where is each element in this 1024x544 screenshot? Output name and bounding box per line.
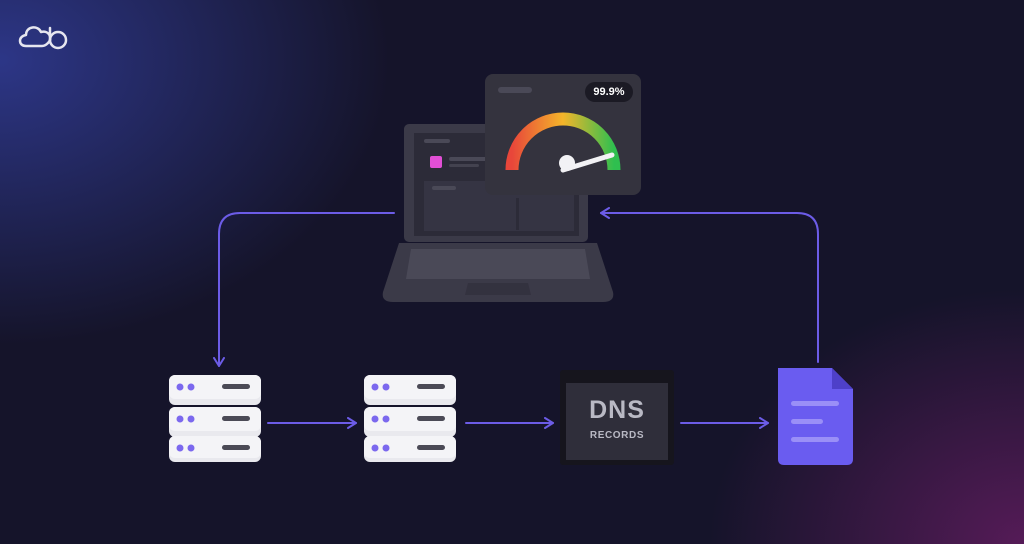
screen-accent-square xyxy=(430,156,442,168)
dns-subtitle: RECORDS xyxy=(589,430,645,441)
gauge-icon xyxy=(505,112,621,173)
gauge-card xyxy=(485,74,641,195)
arrow-laptop-to-server xyxy=(213,212,395,367)
dns-records-icon xyxy=(560,370,674,465)
server-icon xyxy=(364,375,456,462)
cloud-logo-icon xyxy=(18,26,68,50)
flow-arrows xyxy=(213,207,819,429)
document-icon xyxy=(778,368,853,465)
dns-title: DNS xyxy=(589,396,645,424)
gauge-value-badge: 99.9% xyxy=(585,82,633,102)
arrow-document-to-laptop xyxy=(600,207,819,363)
server-icon xyxy=(169,375,261,462)
